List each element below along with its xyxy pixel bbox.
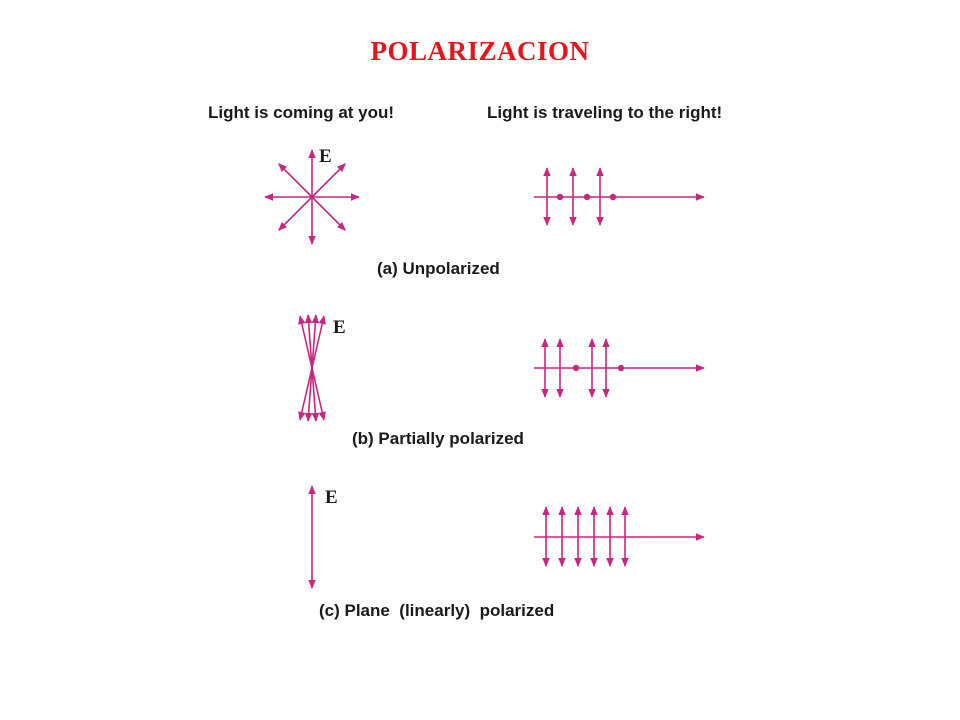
panel-c-caption: (c) Plane (linearly) polarized xyxy=(319,601,555,620)
field-vector-arrow xyxy=(298,315,313,369)
field-vector-arrow xyxy=(311,196,346,231)
field-vector-arrow xyxy=(311,163,346,198)
panel-a-unpolarized-diagram xyxy=(264,149,705,245)
column-label-traveling-right: Light is traveling to the right! xyxy=(487,103,723,122)
panel-b-partially-polarized-diagram xyxy=(298,314,705,422)
perpendicular-oscillation-dot xyxy=(617,364,625,372)
field-vector-arrow xyxy=(311,367,326,421)
field-vector-arrow xyxy=(304,367,313,422)
column-label-coming-at-you: Light is coming at you! xyxy=(208,103,395,122)
field-vector-arrow xyxy=(304,314,313,369)
perpendicular-oscillation-dot xyxy=(609,193,617,201)
panel-b-caption: (b) Partially polarized xyxy=(352,429,524,448)
panel-a-field-label: E xyxy=(319,146,332,167)
field-vector-arrow xyxy=(278,163,313,198)
slide-title: POLARIZACION xyxy=(370,36,590,66)
field-vector-arrow xyxy=(311,314,320,369)
panel-b-field-label: E xyxy=(333,317,346,338)
field-vector-arrow xyxy=(298,367,313,421)
perpendicular-oscillation-dot xyxy=(583,193,591,201)
perpendicular-oscillation-dot xyxy=(556,193,564,201)
panel-a-caption: (a) Unpolarized xyxy=(377,259,500,278)
panel-c-plane-polarized-diagram xyxy=(308,485,705,589)
field-vector-arrow xyxy=(311,367,320,422)
panel-c-field-label: E xyxy=(325,487,338,508)
field-vector-arrow xyxy=(278,196,313,231)
perpendicular-oscillation-dot xyxy=(572,364,580,372)
field-vector-arrow xyxy=(311,315,326,369)
